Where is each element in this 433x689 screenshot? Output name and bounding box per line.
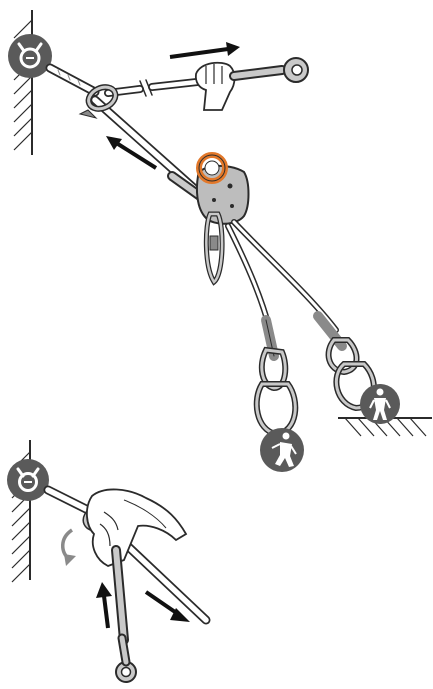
direction-arrow-icon — [170, 42, 240, 57]
rotation-arrow-icon — [63, 530, 76, 566]
wall-top — [14, 10, 32, 155]
bottom-panel — [7, 440, 206, 682]
hand-icon — [196, 63, 235, 110]
direction-arrow-icon — [96, 582, 112, 628]
carabiner-left — [257, 350, 296, 434]
carabiner-hanging — [206, 214, 222, 282]
top-panel — [8, 10, 432, 472]
anchor-badge-icon — [8, 34, 52, 78]
tail-end-eye-top — [234, 58, 308, 82]
tail-rope-bottom — [116, 550, 136, 682]
lanyard-ropes — [228, 222, 342, 356]
belay-device — [197, 155, 249, 224]
anchor-badge-icon — [7, 459, 49, 501]
worker-badge-icon — [260, 428, 304, 472]
ground-worker-badge-icon — [360, 384, 400, 424]
